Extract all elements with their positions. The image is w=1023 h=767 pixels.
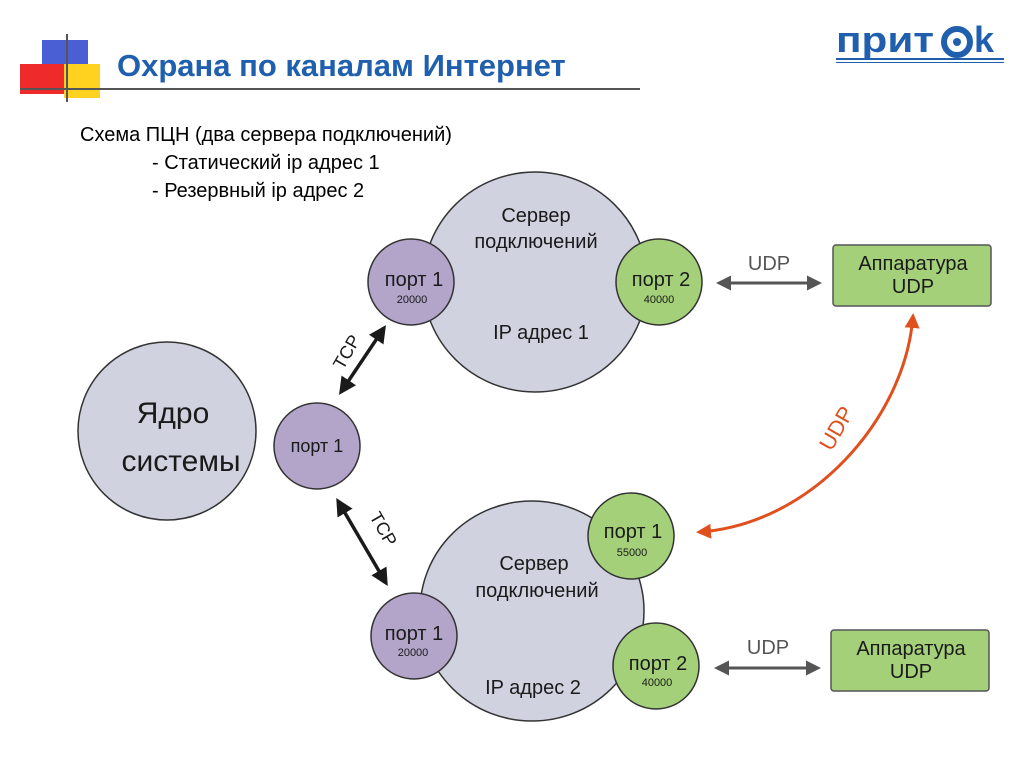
intro-bullet-static-ip: - Статический ip адрес 1 [152,152,380,174]
core-system: Ядро системы [77,341,257,521]
device-udp-2: Аппаратура UDP [830,629,990,692]
logo-o-ring [941,26,973,58]
title-underline [20,88,640,90]
tcp-arrow-bottom [336,497,388,587]
server-2-port-in-label: порт 1 [385,623,443,645]
server-2-port-udp-circle [587,492,675,580]
device-udp-1-line2: UDP [892,276,934,298]
logo-text-right: k [974,22,995,60]
server-1-label-line1: Сервер [501,205,570,227]
core-label-line2: системы [121,445,240,478]
core-port-circle [273,402,361,490]
core-port-1: порт 1 [273,402,361,490]
server-2-port-udp: порт 1 55000 [587,492,675,580]
server-2-port-out-circle [612,622,700,710]
server-1-port-out-label: порт 2 [632,269,690,291]
server-1-port-in-circle [367,238,455,326]
logo-stripe [836,58,1004,60]
server-2-port-out-number: 40000 [642,677,673,689]
device-udp-2-line2: UDP [890,661,932,683]
server-1: Сервер подключений IP адрес 1 [422,171,648,393]
pritok-logo: прит k [836,22,1004,63]
logo-o-center [953,38,961,46]
server-2-ip-label: IP адрес 2 [485,677,581,699]
server-1-port-out: порт 2 40000 [615,238,703,326]
udp-cross-arrow [696,313,920,539]
server-2-port-in: порт 1 20000 [370,592,458,680]
server-2-label-line2: подключений [475,580,598,602]
server-2-port-udp-number: 55000 [617,547,648,559]
decor-yellow-square [64,64,100,98]
server-2-label-line1: Сервер [499,553,568,575]
logo-stripe [836,62,1004,63]
intro-heading: Схема ПЦН (два сервера подключений) [80,124,452,146]
udp-cross-label: UDP [814,402,859,455]
intro-text: Схема ПЦН (два сервера подключений) - Ст… [80,121,452,205]
server-1-port-out-number: 40000 [644,294,675,306]
core-label-line1: Ядро [137,397,210,430]
server-2-port-in-circle [370,592,458,680]
device-udp-1-box [832,244,992,307]
device-udp-1-line1: Аппаратура [858,253,968,275]
tcp-arrow-top [339,325,386,395]
server-2: Сервер подключений IP адрес 2 [419,500,645,722]
server-1-label-line2: подключений [474,231,597,253]
server-1-port-in-label: порт 1 [385,269,443,291]
device-udp-2-line1: Аппаратура [856,638,966,660]
udp-label-top: UDP [748,253,790,275]
device-udp-1: Аппаратура UDP [832,244,992,307]
device-udp-2-box [830,629,990,692]
core-port-label: порт 1 [291,436,344,456]
decor-vertical-line [66,34,68,102]
logo-text-left: прит [836,22,934,60]
tcp-label-bottom: TCP [366,508,401,549]
intro-bullet-reserve-ip: - Резервный ip адрес 2 [152,180,365,202]
server-1-port-out-circle [615,238,703,326]
server-2-port-in-number: 20000 [398,647,429,659]
server-1-ip-label: IP адрес 1 [493,322,589,344]
udp-label-bottom: UDP [747,637,789,659]
server-2-port-udp-label: порт 1 [604,521,662,543]
core-circle [77,341,257,521]
server-1-port-in-number: 20000 [397,294,428,306]
server-2-port-out: порт 2 40000 [612,622,700,710]
slide-title: Охрана по каналам Интернет [117,48,566,83]
server-1-port-in: порт 1 20000 [367,238,455,326]
server-2-port-out-label: порт 2 [629,653,687,675]
